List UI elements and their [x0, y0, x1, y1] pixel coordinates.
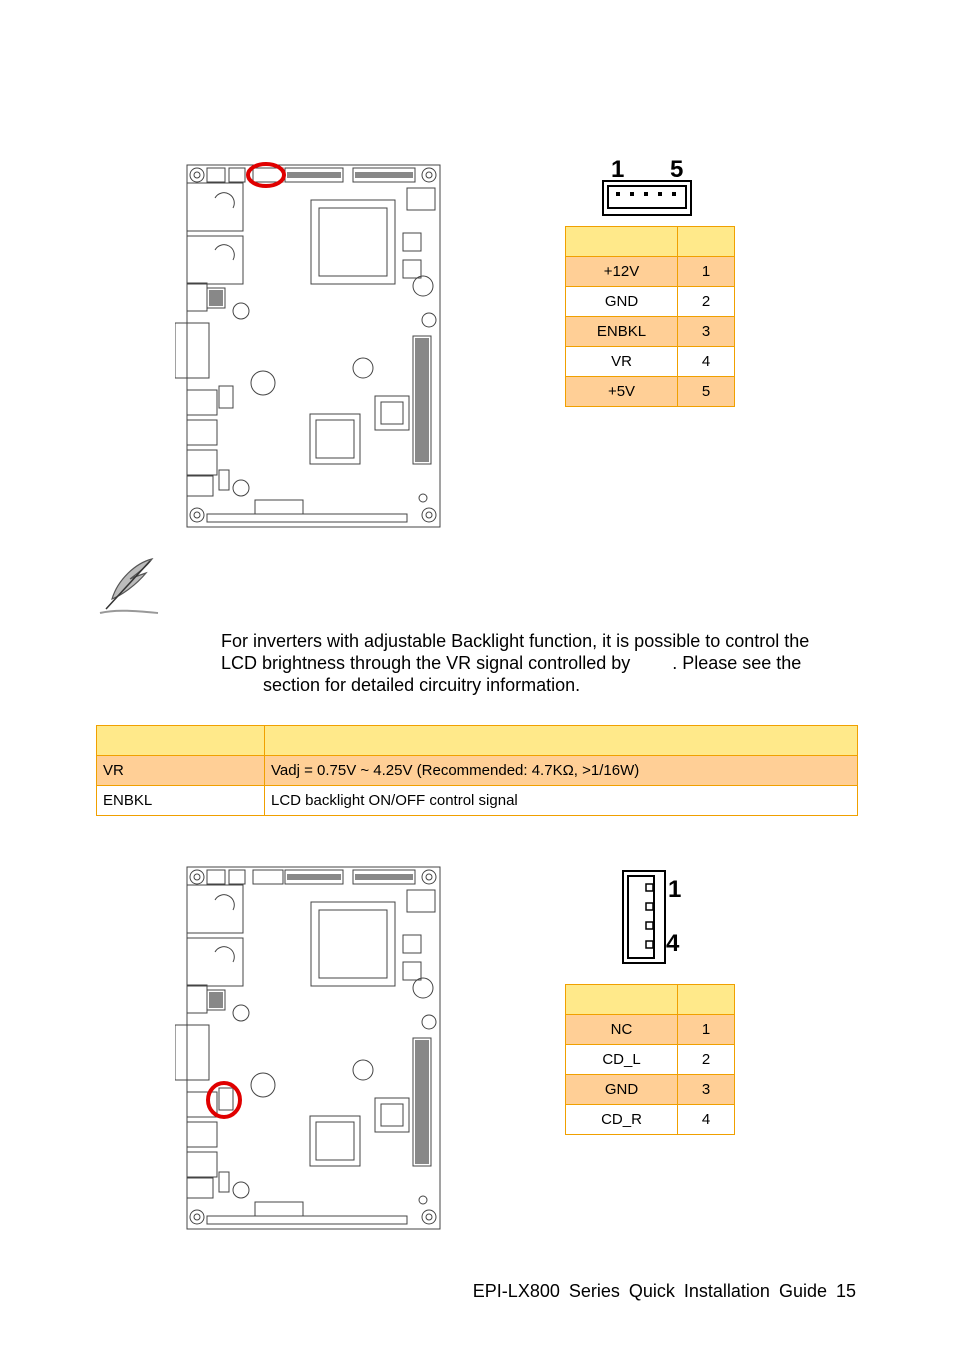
table-header-row	[565, 984, 735, 1015]
pin-cell: 4	[677, 1104, 735, 1135]
pin-cell: 4	[677, 346, 735, 377]
pin-cell: 1	[677, 1014, 735, 1045]
signal-cell: +12V	[565, 256, 678, 287]
note-line-2-tail: . Please see the	[672, 653, 802, 673]
connector-5pin-icon	[602, 180, 692, 216]
note-line-1: For inverters with adjustable Backlight …	[221, 631, 810, 651]
signal-cell: CD_R	[565, 1104, 678, 1135]
signal-cell: ENBKL	[565, 316, 678, 347]
connector-5pin-label-first: 1	[611, 156, 625, 183]
connector-4pin-label-first: 1	[668, 876, 682, 903]
signal-cell: +5V	[565, 376, 678, 407]
board-diagram-bottom	[175, 866, 441, 1230]
connector-4pin-label-last: 4	[666, 930, 680, 957]
connector-5pin-label-last: 5	[670, 156, 684, 183]
pin-cell: 2	[677, 286, 735, 317]
pin-cell: 3	[677, 1074, 735, 1105]
signal-name-cell: ENBKL	[96, 785, 265, 816]
pin-cell: 1	[677, 256, 735, 287]
feather-note-icon	[99, 558, 159, 614]
pin-cell: 2	[677, 1044, 735, 1075]
note-line-2: LCD brightness through the VR signal con…	[221, 653, 631, 673]
signal-cell: GND	[565, 286, 678, 317]
signal-name-cell: VR	[96, 755, 265, 786]
pin-cell: 3	[677, 316, 735, 347]
page-footer: EPI-LX800 Series Quick Installation Guid…	[472, 1281, 856, 1301]
signal-cell: VR	[565, 346, 678, 377]
pin-cell: 5	[677, 376, 735, 407]
signal-cell: CD_L	[565, 1044, 678, 1075]
signal-desc-cell: LCD backlight ON/OFF control signal	[264, 785, 858, 816]
signal-desc-cell: Vadj = 0.75V ~ 4.25V (Recommended: 4.7KΩ…	[264, 755, 858, 786]
board-diagram-top	[175, 162, 441, 528]
table-header-row	[565, 226, 735, 257]
signal-cell: GND	[565, 1074, 678, 1105]
connector-4pin-icon	[622, 870, 666, 964]
note-line-3: section for detailed circuitry informati…	[263, 675, 581, 695]
table-header-row	[96, 725, 858, 756]
note-paragraph: For inverters with adjustable Backlight …	[221, 630, 861, 696]
signal-cell: NC	[565, 1014, 678, 1045]
